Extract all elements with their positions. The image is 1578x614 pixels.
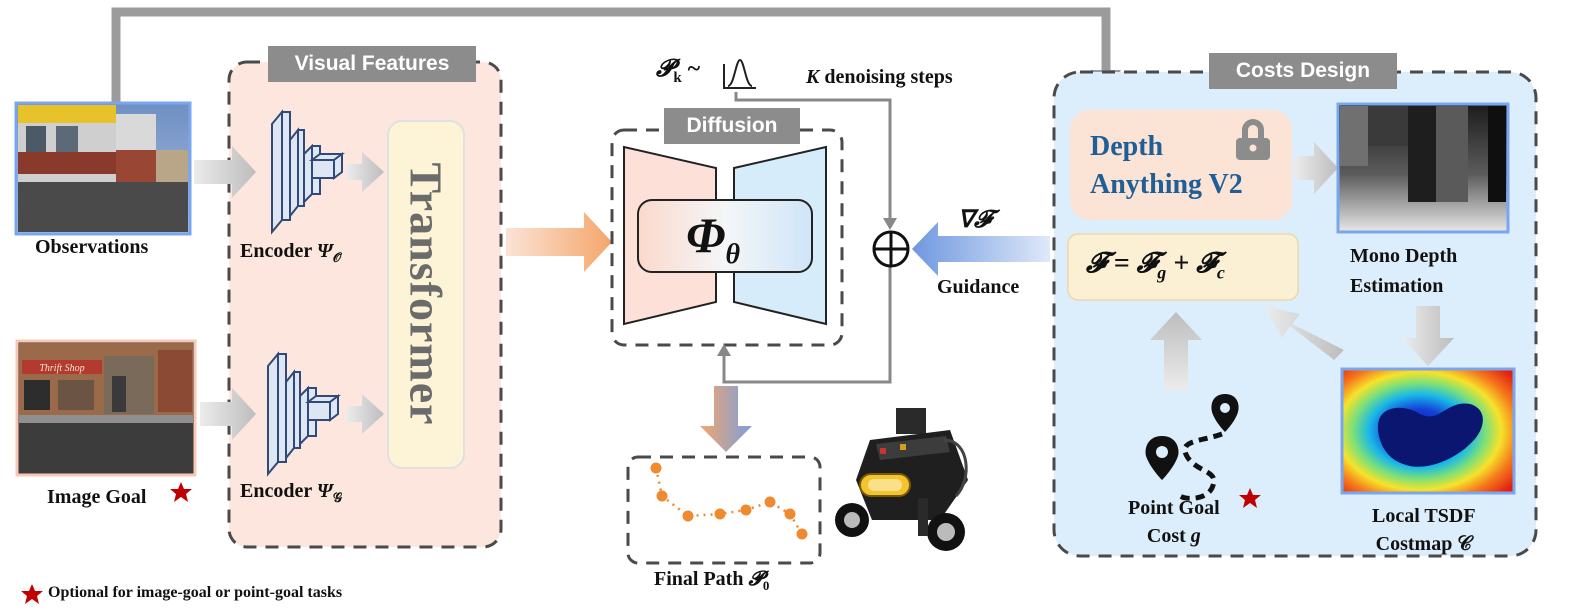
encoder-g-block bbox=[267, 351, 341, 477]
cost-equation-label: 𝓕 = 𝓕g + 𝓕c bbox=[1086, 248, 1225, 283]
final-path-curve bbox=[650, 462, 808, 540]
pk-label: 𝓟k~ bbox=[656, 56, 701, 86]
path-point bbox=[796, 528, 808, 540]
depth-anything-label: Depth Anything V2 bbox=[1090, 131, 1243, 200]
oplus-icon bbox=[872, 230, 910, 268]
grad-f-label: ∇𝓕 bbox=[958, 207, 992, 233]
path-point bbox=[682, 510, 694, 522]
depth-anything-box bbox=[1070, 110, 1292, 220]
arrow-mono-to-tsdf bbox=[1402, 306, 1454, 366]
mono-depth-image bbox=[1336, 102, 1510, 234]
robot-image bbox=[835, 408, 968, 551]
footnote-label: Optional for image-goal or point-goal ta… bbox=[48, 584, 343, 601]
guidance-label: Guidance bbox=[937, 276, 1020, 298]
encoder-o-block bbox=[271, 109, 345, 235]
arrow-obs-to-encoder bbox=[194, 146, 256, 198]
arrow-pointgoal-to-cost bbox=[1150, 312, 1202, 390]
mono-depth-label: Mono Depth Estimation bbox=[1350, 245, 1458, 297]
star-icon bbox=[1239, 488, 1261, 508]
path-point bbox=[740, 504, 752, 516]
diffusion-header: Diffusion bbox=[664, 108, 800, 144]
arrow-encoder-g-to-transformer bbox=[346, 394, 384, 434]
phi-theta-box bbox=[637, 199, 813, 273]
map-pin-icon bbox=[1145, 394, 1239, 501]
arrow-encoder-o-to-transformer bbox=[346, 152, 384, 192]
path-point bbox=[656, 490, 668, 502]
image-goal-label: Image Goal bbox=[47, 486, 147, 508]
phi-theta-label: Φθ bbox=[686, 207, 740, 270]
gaussian-distribution-icon bbox=[723, 58, 756, 89]
arrow-transformer-to-diffusion bbox=[506, 212, 612, 272]
arrow-up-to-diffusion bbox=[717, 344, 731, 356]
transformer-box bbox=[387, 120, 465, 469]
observations-label: Observations bbox=[35, 236, 149, 258]
final-path-label: Final Path 𝓟0 bbox=[654, 568, 770, 593]
denoising-steps-label: K denoising steps bbox=[806, 66, 953, 88]
encoder-g-label: Encoder Ψ𝒢 bbox=[240, 480, 343, 505]
point-goal-label: Point Goal Cost g bbox=[1128, 497, 1220, 547]
arrow-depth-anything-to-mono bbox=[1294, 142, 1338, 194]
observations-image bbox=[14, 101, 192, 236]
image-goal-image: Thrift Shop bbox=[15, 339, 197, 477]
transformer-label: Transformer bbox=[400, 162, 452, 426]
path-point bbox=[650, 462, 662, 474]
costs-design-header: Costs Design bbox=[1209, 53, 1397, 89]
arrow-down-to-oplus bbox=[883, 218, 897, 230]
visual-features-header: Visual Features bbox=[268, 46, 476, 82]
final-path-panel bbox=[626, 455, 822, 565]
arrow-tsdf-to-cost bbox=[1264, 306, 1344, 360]
star-icon bbox=[21, 584, 43, 604]
costmap-heatmap bbox=[1340, 367, 1516, 495]
encoder-o-label: Encoder Ψ𝒪 bbox=[240, 240, 342, 265]
arrow-diffusion-to-final-path bbox=[700, 386, 752, 452]
star-icon bbox=[170, 482, 192, 502]
denoising-loop-connector bbox=[722, 92, 892, 384]
path-point bbox=[764, 496, 776, 508]
lock-icon bbox=[1236, 119, 1270, 160]
arrow-goal-to-encoder bbox=[200, 388, 256, 440]
thrift-shop-sign: Thrift Shop bbox=[39, 363, 84, 374]
cost-equation-box bbox=[1067, 233, 1299, 301]
path-point bbox=[784, 508, 796, 520]
guidance-arrow bbox=[912, 222, 1050, 276]
path-point bbox=[714, 508, 726, 520]
local-tsdf-label: Local TSDF Costmap 𝒞 bbox=[1372, 505, 1476, 555]
